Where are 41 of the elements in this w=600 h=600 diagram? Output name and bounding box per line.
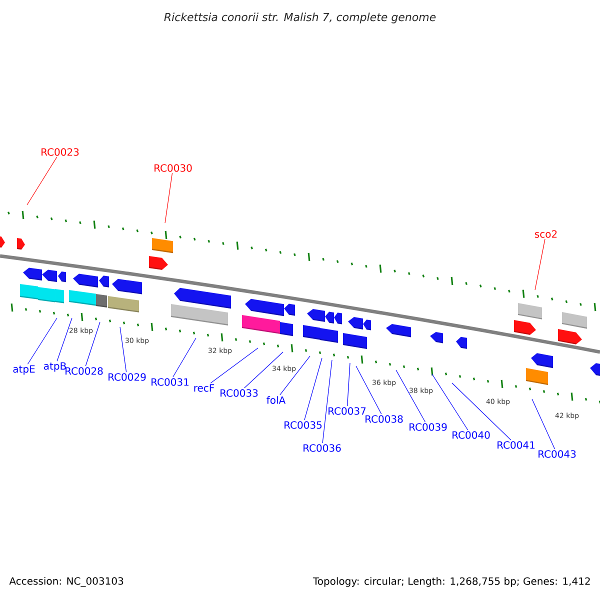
- leader-line: [164, 172, 173, 224]
- leader-line: [432, 374, 468, 430]
- leader-line: [26, 156, 58, 206]
- gene-label: folA: [266, 396, 286, 404]
- gene-label: RC0035: [284, 421, 322, 429]
- leader-line: [56, 318, 72, 362]
- gene-label: RC0031: [152, 378, 189, 386]
- gene-label: RC0030: [154, 164, 192, 172]
- gene-label: RC0043: [538, 450, 576, 458]
- leader-line: [280, 356, 310, 396]
- leader-line: [210, 348, 258, 384]
- leader-line: [532, 398, 556, 450]
- gene-label: recF: [194, 384, 214, 392]
- leader-line: [347, 362, 350, 406]
- leader-line: [85, 322, 100, 366]
- leader-line: [322, 360, 332, 444]
- leader-line: [244, 352, 284, 388]
- leader-line: [534, 238, 546, 290]
- leader-line: [304, 358, 322, 420]
- accession-label: Accession: NC_003103: [9, 577, 124, 587]
- gene-label: atpE: [13, 365, 35, 375]
- gene-label: RC0029: [108, 373, 146, 381]
- gene-label: RC0028: [66, 367, 103, 375]
- title: Rickettsia conorii str. Malish 7, complete genome: [164, 12, 436, 24]
- gene-label: RC0039: [410, 423, 447, 431]
- gene-label: RC0040: [452, 431, 490, 439]
- leader-line: [172, 338, 196, 378]
- gene-label: sco2: [534, 230, 557, 238]
- gene-label: RC0041: [498, 441, 535, 449]
- gene-label: RC0033: [220, 389, 258, 397]
- gene-label: atpB: [44, 362, 66, 372]
- gene-label: RC0038: [366, 415, 403, 423]
- gene-label: RC0023: [42, 148, 79, 156]
- gene-label: RC0037: [328, 407, 366, 415]
- gene-label: RC0036: [304, 444, 341, 452]
- genome-info-label: Topology: circular; Length: 1,268,755 bp; Genes: 1,412: [312, 577, 590, 587]
- leader-line: [452, 382, 512, 440]
- leader-line: [27, 318, 58, 364]
- leader-line: [396, 370, 426, 422]
- leader-line: [120, 326, 127, 372]
- leader-line: [356, 366, 382, 414]
